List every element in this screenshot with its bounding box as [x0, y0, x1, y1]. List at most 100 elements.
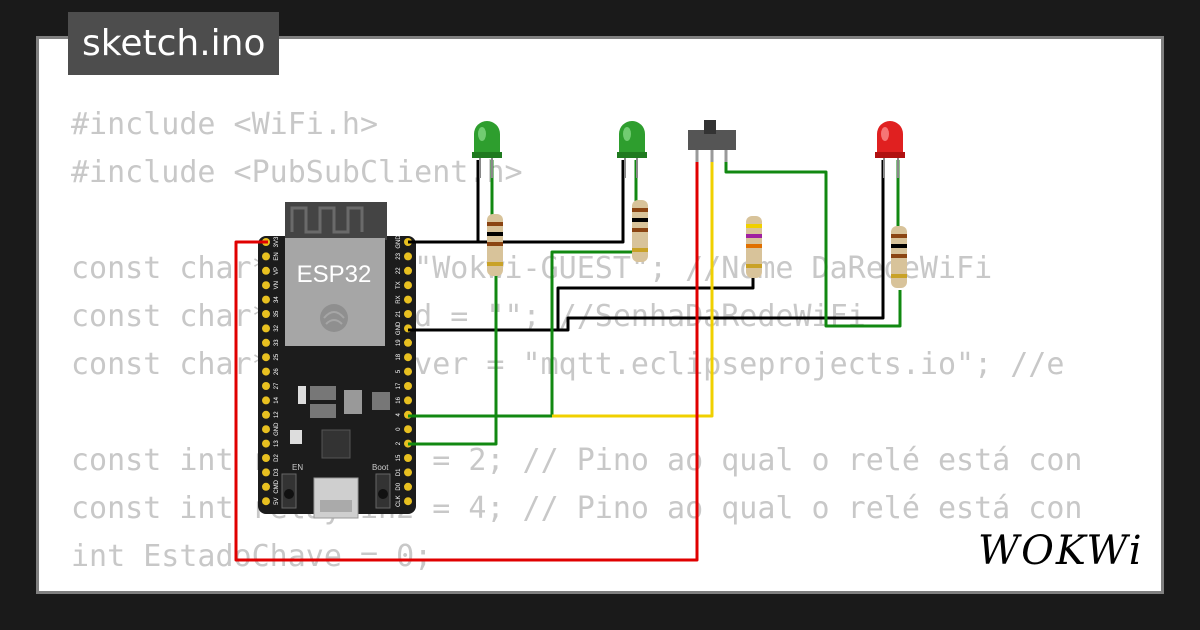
pin-label: EN: [274, 252, 280, 260]
pin-label: 3V3: [274, 236, 280, 247]
pin-label: 4: [396, 412, 402, 416]
slide-switch[interactable]: [688, 120, 736, 162]
code-line: #include <WiFi.h>: [71, 107, 379, 142]
pin-pad[interactable]: [262, 367, 270, 376]
usb-chip: [321, 429, 351, 459]
pin-pad[interactable]: [404, 497, 412, 506]
pin-label: 0: [396, 427, 402, 431]
pin-pad[interactable]: [404, 482, 412, 491]
pin-label: 18: [396, 353, 402, 360]
pin-pad[interactable]: [262, 425, 270, 434]
pin-label: VN: [274, 281, 280, 289]
pin-pad[interactable]: [262, 454, 270, 462]
pin-pad[interactable]: [262, 266, 270, 275]
wire-red-3v3: [234, 158, 699, 562]
pin-pad[interactable]: [404, 353, 412, 362]
pin-label: 35: [274, 310, 280, 317]
led-body-icon: [619, 121, 645, 156]
led-green-2[interactable]: [617, 121, 647, 178]
switch-knob: [704, 120, 716, 134]
pin-label: VP: [274, 267, 280, 275]
pin-label: 25: [274, 353, 280, 360]
resistor-1[interactable]: [487, 214, 503, 276]
wire-yellow-switch: [552, 158, 714, 418]
pin-pad[interactable]: [404, 266, 412, 275]
pin-pad[interactable]: [262, 396, 270, 405]
pin-pad[interactable]: [262, 468, 270, 477]
code-line: int EstadoChaveAnterior = 0;: [71, 581, 1135, 591]
led-body-icon: [474, 121, 500, 156]
pin-label: 16: [396, 396, 402, 403]
pin-pad[interactable]: [404, 425, 412, 434]
pin-label: 21: [396, 310, 402, 317]
pin-label: 2: [396, 441, 402, 445]
espressif-logo-icon: [320, 304, 348, 332]
pin-label: 19: [396, 339, 402, 346]
pin-label: D2: [274, 454, 280, 462]
led-body-icon: [877, 121, 903, 156]
wire-black-gnd-led2: [408, 160, 625, 244]
led-red[interactable]: [875, 121, 905, 178]
switch-body: [688, 130, 736, 150]
pin-pad[interactable]: [262, 310, 270, 318]
resistor-4[interactable]: [891, 226, 907, 288]
pin-label: 26: [274, 368, 280, 375]
pin-pad[interactable]: [404, 367, 412, 376]
pin-label: 22: [396, 267, 402, 274]
pin-label: 15: [396, 454, 402, 461]
pin-label: D3: [274, 468, 280, 476]
pin-pad[interactable]: [404, 382, 412, 390]
pin-label: 32: [274, 324, 280, 331]
pin-pad[interactable]: [404, 295, 412, 304]
code-line: const int relayPin2 = 4; // Pino ao qual…: [71, 491, 1083, 526]
wire-black-gnd-led3: [408, 160, 885, 332]
pin-label: 27: [274, 382, 280, 389]
pin-pad[interactable]: [404, 252, 412, 261]
pin-pad[interactable]: [262, 338, 270, 347]
pin-pad[interactable]: [262, 382, 270, 390]
board-label: ESP32: [297, 261, 372, 288]
resistor-2[interactable]: [632, 200, 648, 262]
pin-label: 12: [274, 411, 280, 418]
code-line: int EstadoChave = 0;: [71, 539, 433, 574]
pin-label: 13: [274, 440, 280, 447]
pin-pad[interactable]: [404, 454, 412, 462]
code-line: #include <PubSubClient.h>: [71, 155, 523, 190]
wire-green-pin4: [408, 236, 642, 418]
pin-pad[interactable]: [262, 439, 270, 448]
boot-label: Boot: [372, 463, 389, 472]
pin-label: 14: [274, 396, 280, 403]
pin-pad[interactable]: [404, 338, 412, 347]
pin-label: CMD: [274, 479, 280, 493]
wire-green-switch-led3: [724, 158, 902, 328]
pin-label: TX: [396, 281, 402, 289]
filename-tab[interactable]: sketch.ino: [68, 12, 280, 75]
pin-pad[interactable]: [262, 295, 270, 304]
left-pin-header: 3V3ENVPVN343532332526271412GND13D2D3CMD5…: [262, 236, 280, 506]
pin-label: GND: [396, 321, 402, 335]
pin-label: 5: [396, 369, 402, 373]
pin-pad[interactable]: [404, 468, 412, 477]
pin-label: GND: [274, 422, 280, 436]
pin-pad[interactable]: [262, 324, 270, 333]
pin-label: 23: [396, 252, 402, 259]
resistor-3[interactable]: [746, 216, 762, 278]
pin-pad[interactable]: [404, 310, 412, 318]
led-green-1[interactable]: [472, 121, 502, 178]
pin-pad[interactable]: [404, 396, 412, 405]
pin-label: D0: [396, 482, 402, 490]
pin-pad[interactable]: [262, 353, 270, 362]
pin-pad[interactable]: [262, 497, 270, 506]
pin-pad[interactable]: [404, 281, 412, 290]
esp32-board[interactable]: ESP32 3V3ENVPVN343532332526271412GND13D2…: [258, 202, 416, 519]
pin-pad[interactable]: [262, 410, 270, 419]
pin-label: D1: [396, 468, 402, 476]
wokwi-logo: WOKWi: [978, 528, 1144, 574]
pin-pad[interactable]: [262, 281, 270, 290]
pin-pad[interactable]: [262, 252, 270, 261]
pin-label: 34: [274, 296, 280, 303]
pin-pad[interactable]: [262, 482, 270, 491]
pin-label: RX: [396, 295, 402, 303]
pin-label: 5V: [274, 498, 280, 505]
